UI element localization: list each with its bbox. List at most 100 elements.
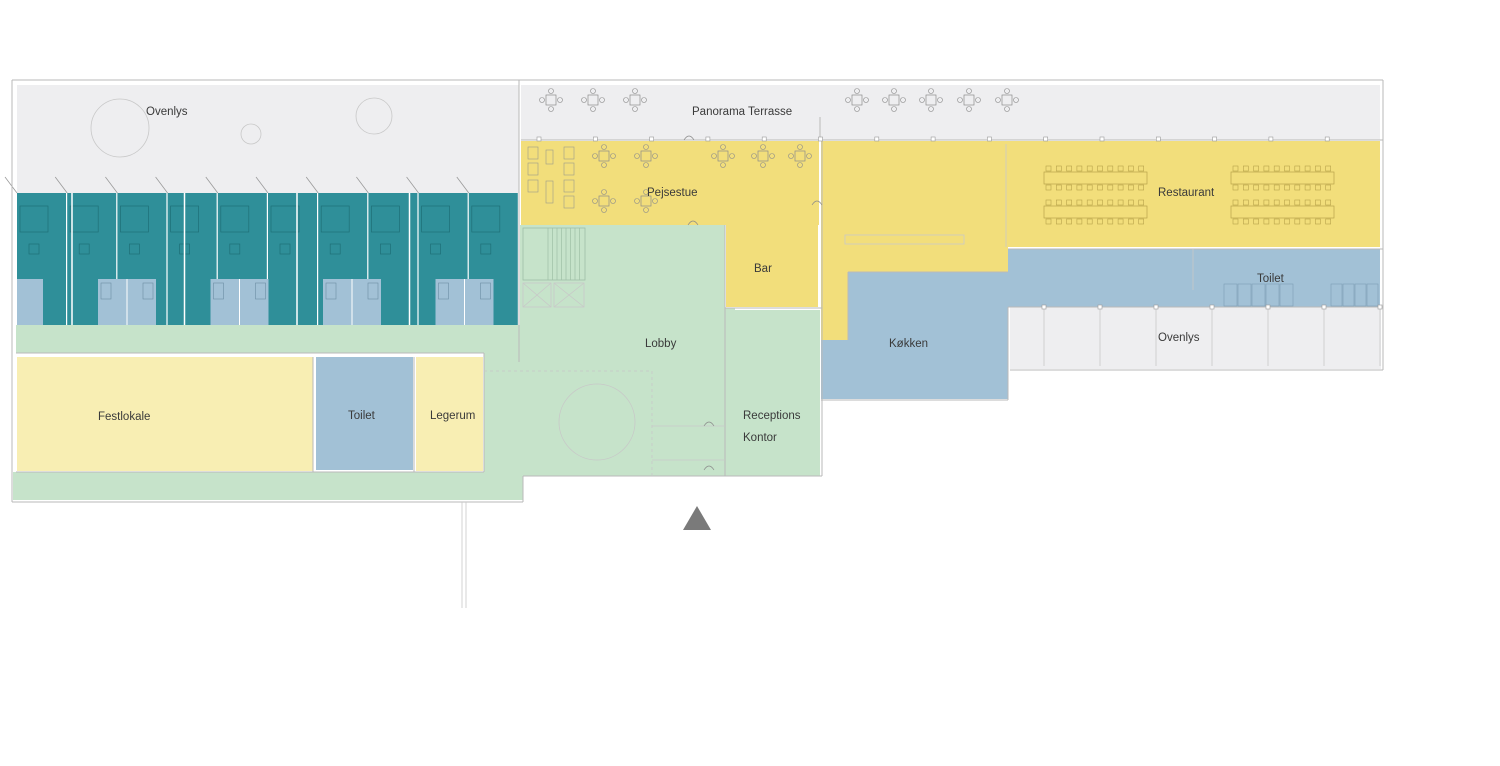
column-post — [1212, 136, 1217, 142]
column-post — [649, 136, 654, 142]
toilet-cubicle — [1366, 283, 1379, 307]
room-labels: Ovenlys Panorama Terrasse Pejsestue Rest… — [98, 106, 1285, 444]
bathroom — [17, 279, 43, 325]
bed-icon — [320, 205, 350, 233]
label-ovenlys-left: Ovenlys — [146, 106, 188, 118]
table-with-chairs-icon — [634, 144, 658, 168]
column-post — [1041, 304, 1047, 310]
festlokale-area — [17, 357, 313, 471]
label-lobby: Lobby — [645, 338, 677, 350]
table-with-chairs-icon — [592, 189, 616, 213]
column-post — [1321, 304, 1327, 310]
column-post — [930, 136, 936, 142]
label-toilet-left: Toilet — [348, 410, 376, 422]
balcony-edge — [205, 176, 219, 194]
bed-icon — [220, 205, 250, 233]
balcony-edge — [155, 176, 168, 194]
door-swing-icon — [703, 421, 715, 427]
column-post — [1153, 304, 1159, 310]
toilet-cubicle — [1265, 283, 1280, 307]
sofa-icon — [527, 146, 539, 160]
legerum-area — [416, 357, 483, 471]
label-toilet-right: Toilet — [1257, 273, 1285, 285]
column-post — [1377, 304, 1383, 310]
label-restaurant: Restaurant — [1158, 187, 1215, 199]
chair-icon — [380, 243, 391, 255]
table-with-chairs-icon — [995, 88, 1019, 112]
table-with-chairs-icon — [711, 144, 735, 168]
bed-icon — [270, 205, 300, 233]
reception-area — [727, 310, 820, 476]
column-post — [705, 136, 711, 142]
shower-icon — [325, 282, 337, 300]
hotel-rooms — [4, 176, 606, 325]
table-with-chairs-icon — [957, 88, 981, 112]
chair-icon — [78, 243, 90, 255]
chair-icon — [480, 243, 492, 255]
toilet-left-area — [316, 357, 413, 470]
bed-icon — [421, 205, 450, 233]
balcony-edge — [456, 176, 470, 194]
hotel-room — [167, 193, 217, 325]
table-with-chairs-icon — [882, 88, 906, 112]
table-with-chairs-icon — [634, 189, 658, 213]
ovenlys-left-area — [17, 85, 519, 193]
column-post — [1097, 304, 1103, 310]
column-post — [874, 136, 880, 142]
door-swing-icon — [703, 465, 715, 471]
door-swing-icon — [687, 220, 699, 226]
chair-icon — [329, 243, 341, 255]
staircase — [522, 227, 586, 281]
column-post — [1099, 136, 1105, 142]
label-ovenlys-right: Ovenlys — [1158, 332, 1200, 344]
label-legerum: Legerum — [430, 410, 475, 422]
balcony-edge — [305, 176, 319, 194]
label-bar: Bar — [754, 263, 772, 275]
balcony-edge — [255, 176, 269, 194]
chair-icon — [28, 243, 40, 255]
balcony-edge — [406, 176, 419, 194]
label-kokken: Køkken — [889, 338, 928, 350]
area-fills — [4, 85, 1381, 500]
furniture — [527, 88, 1383, 471]
sofa-icon — [563, 146, 575, 160]
sofa-icon — [527, 179, 539, 193]
shower-icon — [480, 282, 491, 300]
elevator-icon — [522, 282, 585, 308]
table-with-chairs-icon — [751, 144, 775, 168]
label-kontor: Kontor — [743, 432, 777, 444]
shower-icon — [213, 282, 224, 300]
side-table-icon — [545, 180, 554, 204]
ovenlys-right-area — [1010, 307, 1381, 369]
shower-icon — [438, 282, 449, 300]
table-with-chairs-icon — [592, 144, 616, 168]
bed-icon — [120, 205, 149, 233]
label-receptions: Receptions — [743, 410, 801, 422]
banquet-table-icon — [1043, 165, 1148, 191]
column-post — [1268, 136, 1274, 142]
bed-icon — [371, 205, 400, 233]
column-post — [592, 136, 598, 142]
column-post — [1043, 136, 1048, 142]
banquet-table-icon — [1230, 199, 1335, 225]
column-post — [1156, 136, 1161, 142]
toilet-cubicle — [1330, 283, 1343, 307]
table-with-chairs-icon — [581, 88, 605, 112]
column-post — [818, 136, 823, 142]
shower-icon — [255, 282, 266, 300]
column-post — [761, 136, 767, 142]
table-with-chairs-icon — [845, 88, 869, 112]
table-with-chairs-icon — [788, 144, 812, 168]
bar-area — [726, 225, 818, 307]
chair-icon — [129, 243, 140, 255]
bed-icon — [19, 205, 49, 233]
toilet-cubicle — [1354, 283, 1367, 307]
column-post — [987, 136, 992, 142]
skylight-panels — [1043, 283, 1381, 366]
column-post — [536, 136, 542, 142]
column-post — [1209, 304, 1215, 310]
table-with-chairs-icon — [623, 88, 647, 112]
banquet-table-icon — [1230, 165, 1335, 191]
bed-icon — [69, 205, 99, 233]
